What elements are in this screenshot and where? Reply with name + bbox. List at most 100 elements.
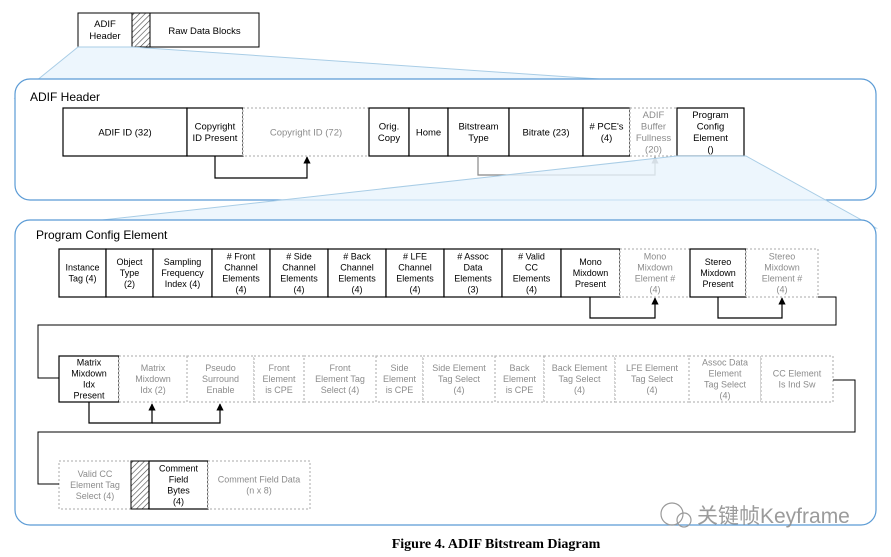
overview-raw-data-label: Raw Data Blocks <box>168 26 241 37</box>
back-element-tag-select-box <box>543 355 616 403</box>
comment-field-data-box <box>207 460 311 510</box>
lfe-element-tag-select-box <box>614 355 690 403</box>
assoc-data-element-tag-select-box <box>688 355 762 403</box>
num-valid-cc-elements-box <box>501 248 562 298</box>
overview-hatch-box <box>131 12 151 48</box>
bitrate-box <box>508 107 584 157</box>
orig-copy-field: Orig.Copy <box>368 107 410 157</box>
stereo-mixdown-present-arrow <box>717 297 786 319</box>
home-label: Home <box>416 127 441 138</box>
home-box <box>408 107 449 157</box>
watermark-logo-icon <box>660 502 684 526</box>
copyright-id-box <box>242 107 370 157</box>
num-assoc-data-elements-box <box>443 248 503 298</box>
sampling-frequency-index-box <box>152 248 213 298</box>
matrix-mixdown-present-arrow-2 <box>152 403 224 424</box>
num-pces-box <box>582 107 631 157</box>
matrix-mixdown-idx-box <box>118 355 188 403</box>
bitstream-type-box <box>447 107 510 157</box>
bitrate-label: Bitrate (23) <box>523 127 570 138</box>
copyright-id-label: Copyright ID (72) <box>270 127 342 138</box>
watermark: 关键帧Keyframe <box>660 502 850 528</box>
adif-buffer-fullness-box <box>629 107 678 157</box>
copyright-id-present-box <box>186 107 244 157</box>
num-lfe-channel-elements-box <box>385 248 445 298</box>
num-pces-field: # PCE's(4) <box>582 107 631 157</box>
valid-cc-element-tag-select-box <box>58 460 132 510</box>
pce-row3-hatch <box>130 460 150 510</box>
comment-field-data-field: Comment Field Data(n x 8) <box>207 460 311 510</box>
num-front-channel-elements-box <box>211 248 271 298</box>
figure-caption: Figure 4. ADIF Bitstream Diagram <box>392 537 601 552</box>
row2-to-row3-connector <box>37 379 856 485</box>
zoom-cone-pce <box>29 155 878 229</box>
stereo-mixdown-present-box <box>689 248 747 298</box>
instance-tag-box <box>58 248 107 298</box>
overview-raw-data-box <box>149 12 260 48</box>
mono-mixdown-present-arrow <box>589 297 659 319</box>
front-element-tag-select-box <box>303 355 377 403</box>
program-config-element-box <box>676 107 745 157</box>
object-type-box <box>105 248 154 298</box>
bitrate-field: Bitrate (23) <box>508 107 584 157</box>
